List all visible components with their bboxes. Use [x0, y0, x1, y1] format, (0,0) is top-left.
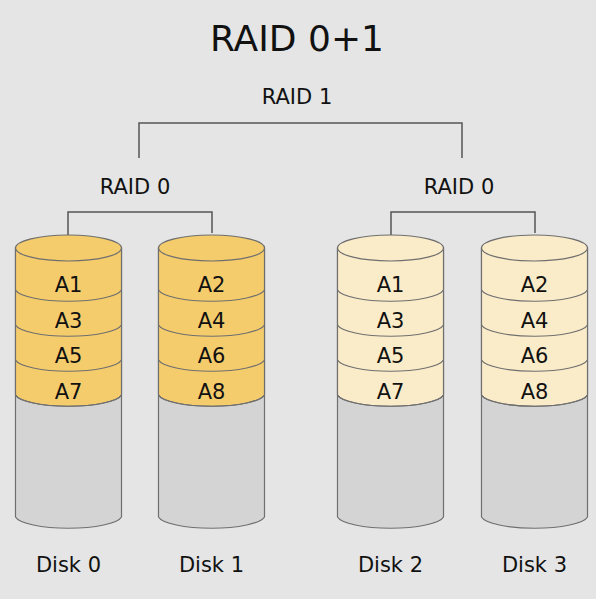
- disk-label: Disk 3: [500, 552, 569, 578]
- disk-label: Disk 2: [356, 552, 425, 578]
- raid-level-label: RAID 1: [260, 84, 335, 110]
- data-block: A8: [519, 379, 551, 405]
- data-block: A6: [196, 343, 228, 369]
- data-block: A8: [196, 379, 228, 405]
- data-block: A1: [53, 272, 85, 298]
- data-block: A6: [519, 343, 551, 369]
- data-block: A7: [375, 379, 407, 405]
- data-block: A3: [375, 308, 407, 334]
- data-block: A5: [53, 343, 85, 369]
- data-block: A2: [196, 272, 228, 298]
- data-block: A2: [519, 272, 551, 298]
- raid-level-label: RAID 0: [422, 174, 497, 200]
- data-block: A1: [375, 272, 407, 298]
- data-block: A7: [53, 379, 85, 405]
- disk-label: Disk 0: [34, 552, 103, 578]
- disk-cylinder: A2A4A6A8Disk 1: [158, 232, 265, 582]
- raid1-bracket: [139, 123, 462, 158]
- diagram-title: RAID 0+1: [208, 16, 386, 61]
- disk-cylinder: A1A3A5A7Disk 0: [15, 232, 122, 582]
- data-block: A3: [53, 308, 85, 334]
- disk-cylinder: A1A3A5A7Disk 2: [337, 232, 444, 582]
- data-block: A4: [196, 308, 228, 334]
- data-block: A5: [375, 343, 407, 369]
- raid-level-label: RAID 0: [98, 174, 173, 200]
- data-block: A4: [519, 308, 551, 334]
- disk-label: Disk 1: [177, 552, 246, 578]
- raid0-bracket: [391, 212, 535, 236]
- disk-cylinder: A2A4A6A8Disk 3: [481, 232, 588, 582]
